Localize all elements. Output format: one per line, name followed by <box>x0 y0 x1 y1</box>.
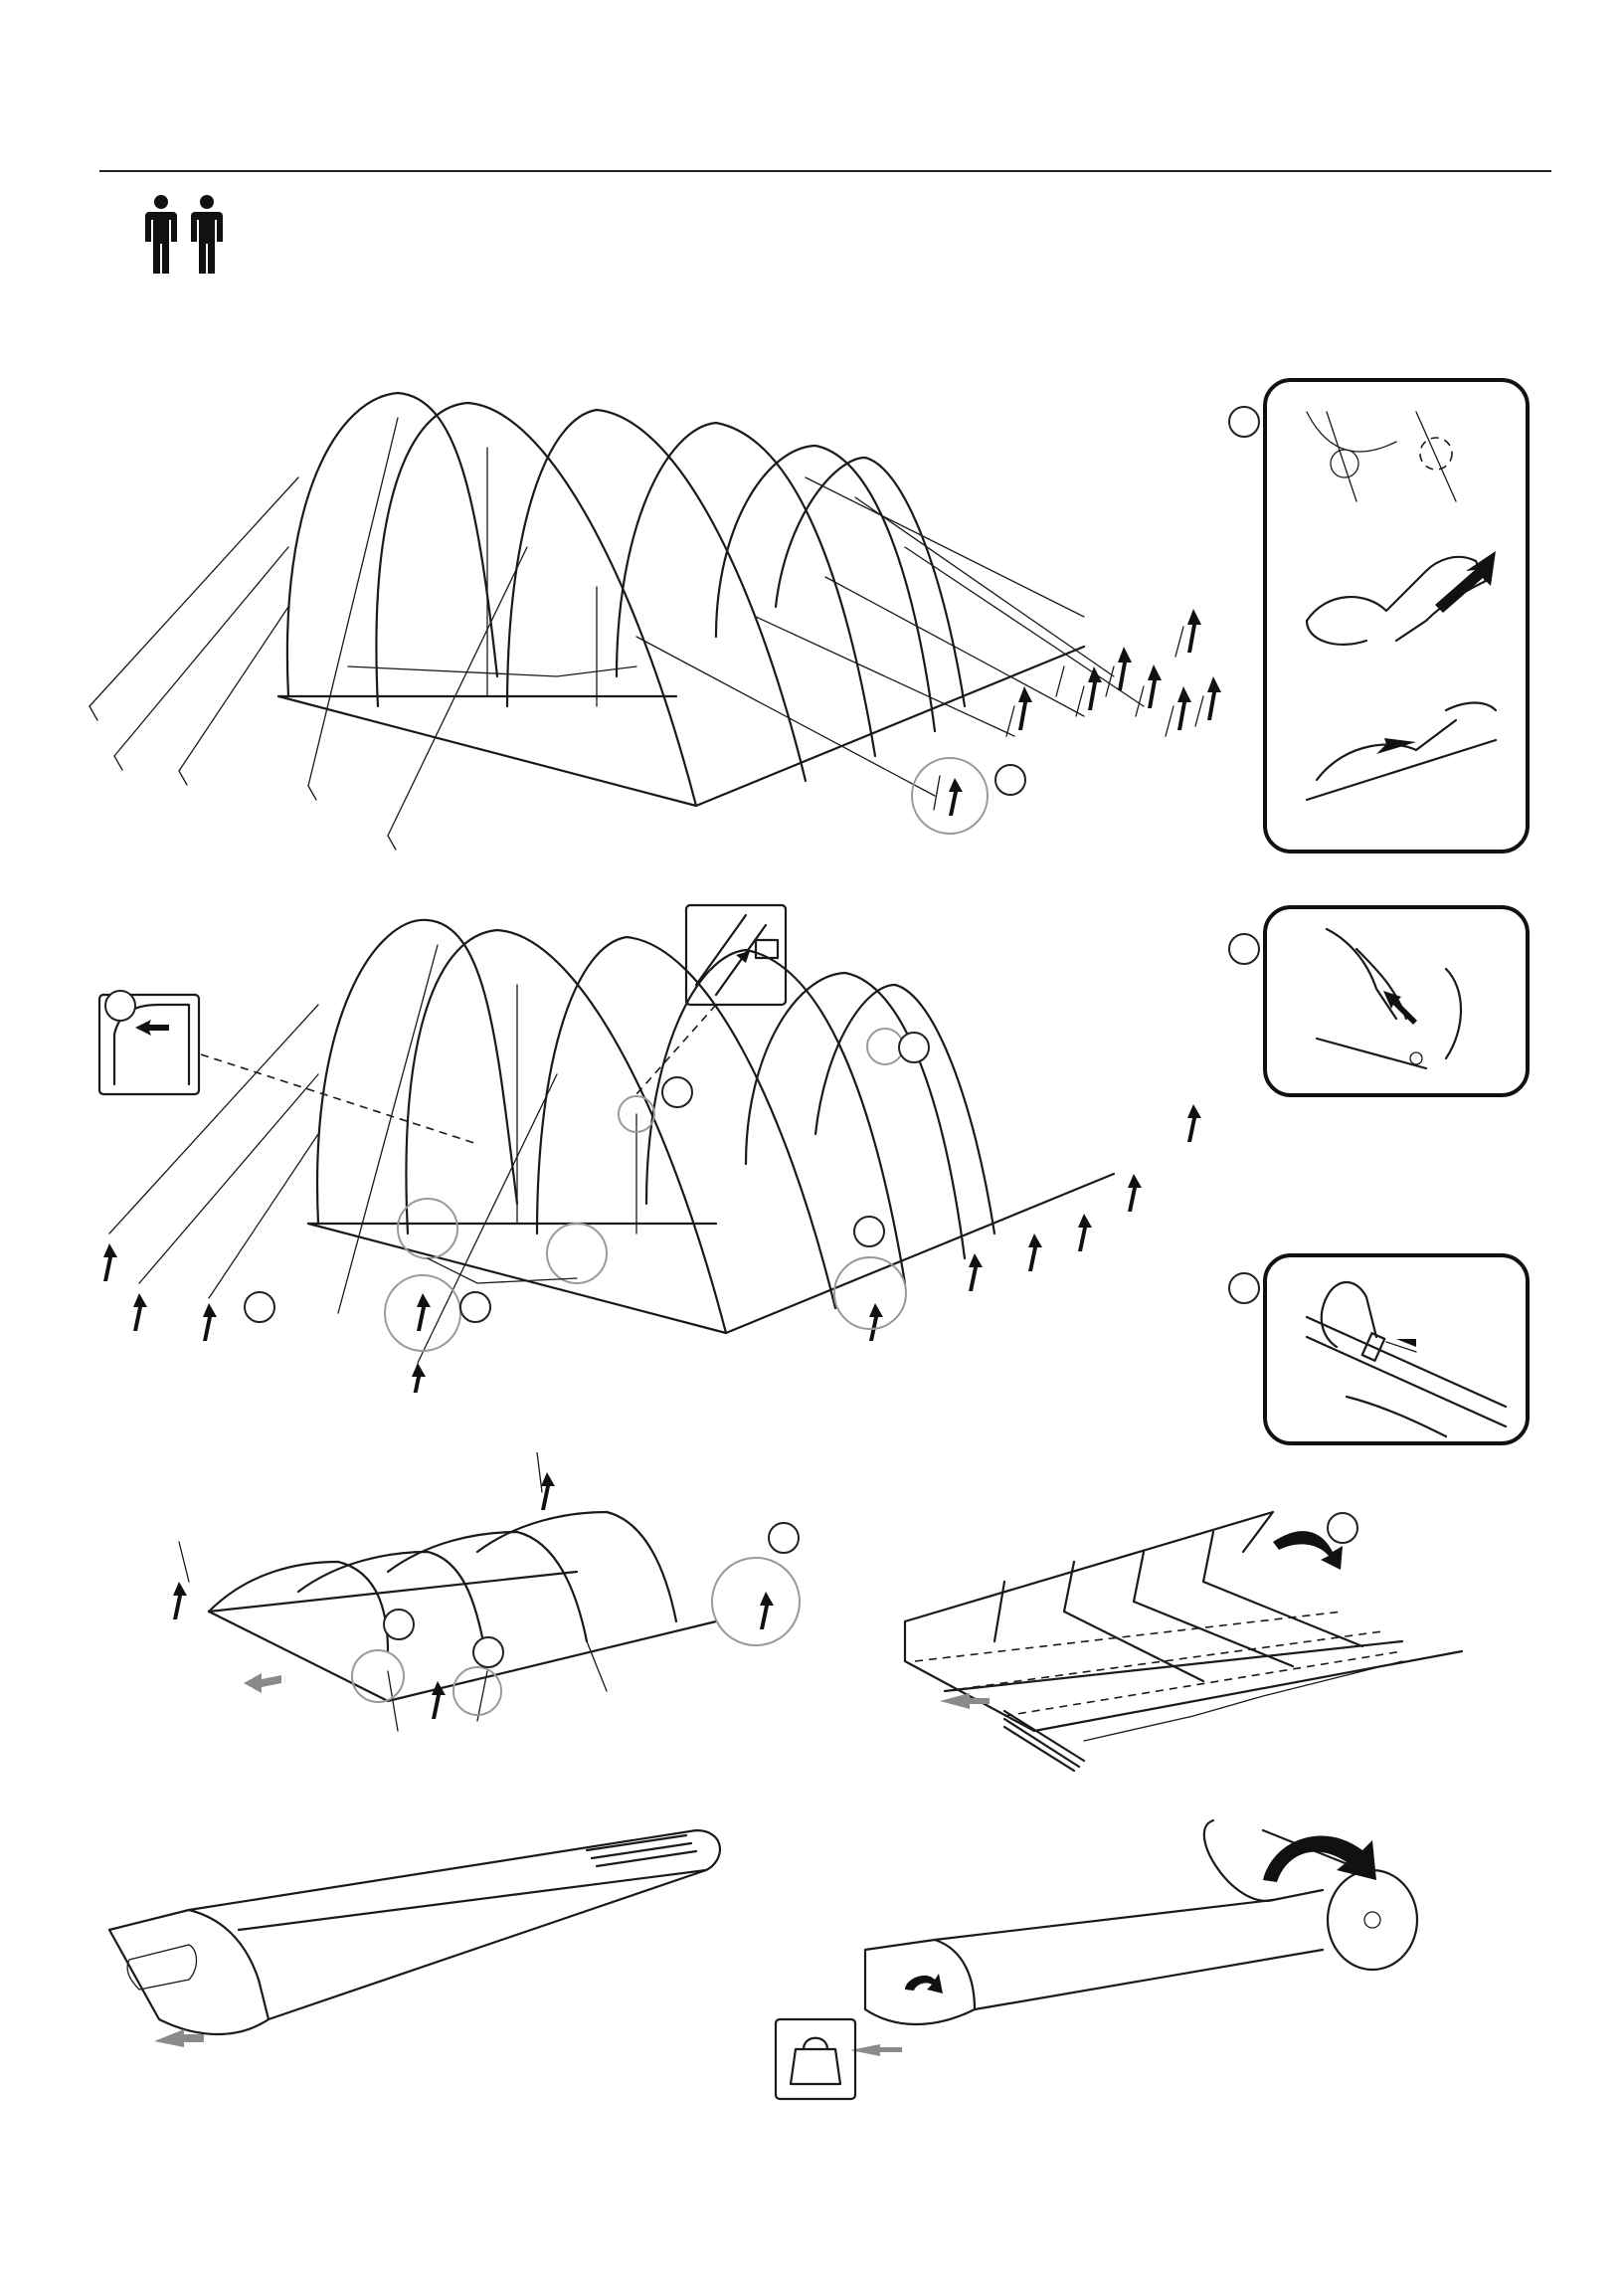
tent-pegged-out-figure <box>80 378 1253 875</box>
hand-slide-icon <box>1267 1257 1526 1441</box>
detail-pole-separation-panel <box>1263 905 1530 1097</box>
callout-step1 <box>994 764 1026 796</box>
detail-peg-extraction-panel <box>1263 378 1530 854</box>
tent-frame-collapse-figure <box>149 1452 825 1751</box>
hand-pole-icon <box>1267 909 1526 1093</box>
callout-step2-a <box>104 990 136 1022</box>
callout-step3-a <box>383 1609 415 1640</box>
callout-step4 <box>1327 1512 1358 1544</box>
callout-step2-c <box>898 1032 930 1063</box>
header-rule <box>99 170 1551 172</box>
callout-step2-b <box>661 1076 693 1108</box>
callout-step3-b <box>472 1636 504 1668</box>
callout-step2-f <box>853 1216 885 1247</box>
pole-bag-figure <box>90 1810 736 2059</box>
callout-step2-d <box>244 1291 275 1323</box>
callout-detail-3 <box>1228 1272 1260 1304</box>
callout-step3-c <box>768 1522 800 1554</box>
callout-detail-2 <box>1228 933 1260 965</box>
bag-icon <box>776 2019 855 2099</box>
fabric-fold-figure <box>885 1492 1482 1781</box>
detail-slide-sleeve-panel <box>1263 1253 1530 1445</box>
bag-rolling-figure <box>766 1810 1462 2119</box>
two-persons-icon <box>141 194 233 276</box>
callout-detail-1 <box>1228 406 1260 438</box>
hand-tool-icon <box>1267 382 1526 850</box>
callout-step2-e <box>459 1291 491 1323</box>
